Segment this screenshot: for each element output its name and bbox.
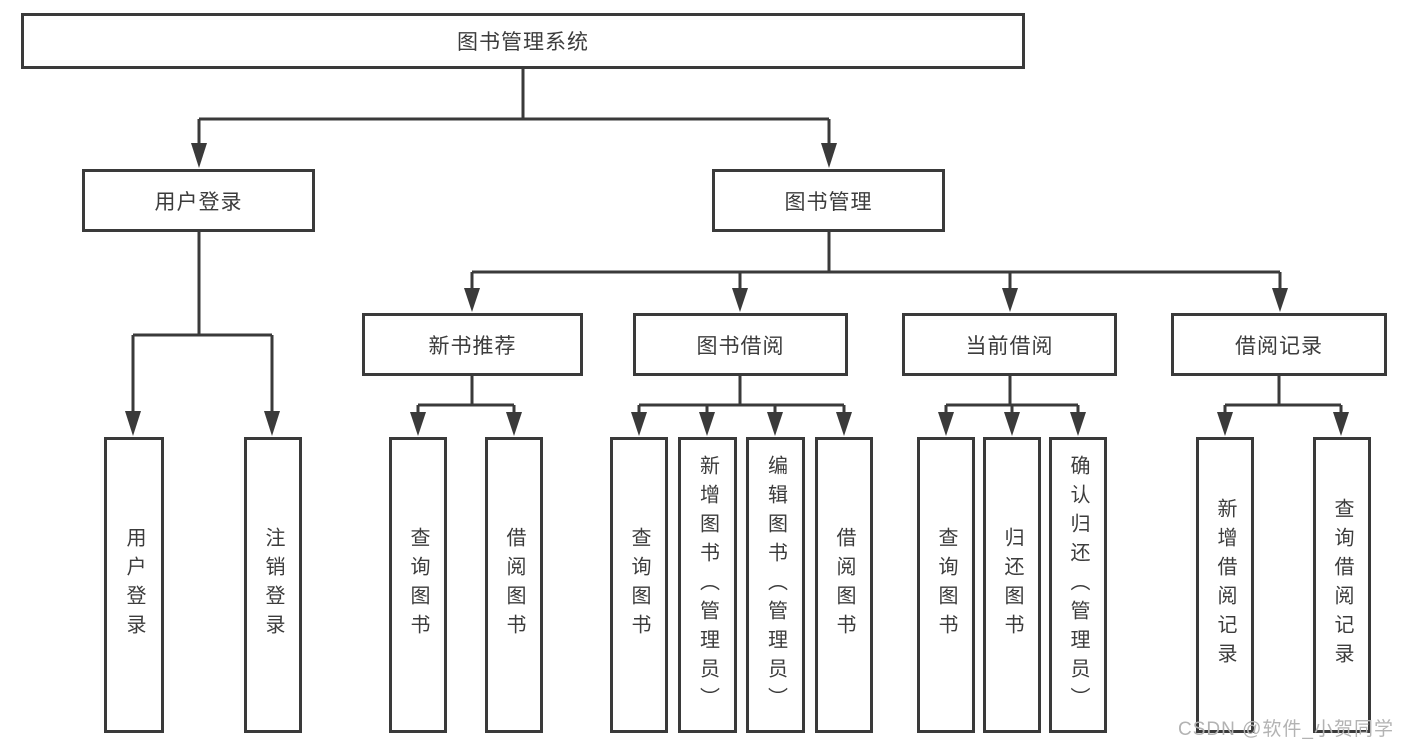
node-label: 查询借阅记录: [1331, 498, 1353, 672]
csdn-watermark: CSDN @软件_小贺同学: [1178, 719, 1394, 740]
node-book-management: 图书管理: [712, 169, 945, 232]
leaf-borrow-book-borrowing: 借阅图书: [815, 437, 873, 733]
node-label: 当前借阅: [965, 334, 1054, 358]
node-label: 借阅图书: [503, 527, 525, 643]
leaf-edit-book-admin: 编辑图书（管理员）: [746, 437, 805, 733]
leaf-add-book-admin: 新增图书（管理员）: [678, 437, 737, 733]
node-label: 编辑图书（管理员）: [764, 454, 787, 716]
node-label: 图书管理: [784, 190, 873, 214]
leaf-query-book-current: 查询图书: [917, 437, 975, 733]
node-book-borrowing: 图书借阅: [633, 313, 848, 376]
node-label: 借阅记录: [1235, 334, 1323, 358]
node-label: 新增图书（管理员）: [696, 454, 719, 716]
node-label: 确认归还（管理员）: [1067, 454, 1089, 716]
node-label: 借阅图书: [833, 527, 855, 643]
leaf-logout: 注销登录: [244, 437, 302, 733]
node-label: 注销登录: [262, 527, 284, 643]
node-label: 查询图书: [407, 527, 429, 643]
node-library-management-system: 图书管理系统: [21, 13, 1025, 69]
node-new-book-recommend: 新书推荐: [362, 313, 583, 376]
node-user-login: 用户登录: [82, 169, 315, 232]
leaf-query-borrow-record: 查询借阅记录: [1313, 437, 1371, 733]
node-label: 图书借阅: [696, 334, 785, 358]
leaf-confirm-return-admin: 确认归还（管理员）: [1049, 437, 1107, 733]
node-label: 新书推荐: [428, 334, 517, 358]
leaf-query-book-borrowing: 查询图书: [610, 437, 668, 733]
leaf-return-book: 归还图书: [983, 437, 1041, 733]
node-label: 查询图书: [628, 527, 650, 643]
leaf-add-borrow-record: 新增借阅记录: [1196, 437, 1254, 733]
node-label: 用户登录: [154, 190, 243, 214]
node-label: 归还图书: [1001, 527, 1023, 643]
node-label: 图书管理系统: [457, 31, 589, 54]
node-label: 用户登录: [123, 527, 145, 643]
node-label: 新增借阅记录: [1214, 498, 1236, 672]
leaf-borrow-book-recommend: 借阅图书: [485, 437, 543, 733]
arrowheads: [125, 143, 1349, 436]
leaf-user-login: 用户登录: [104, 437, 164, 733]
node-current-borrowing: 当前借阅: [902, 313, 1117, 376]
node-label: 查询图书: [935, 527, 957, 643]
leaf-query-book-recommend: 查询图书: [389, 437, 447, 733]
node-borrowing-records: 借阅记录: [1171, 313, 1387, 376]
